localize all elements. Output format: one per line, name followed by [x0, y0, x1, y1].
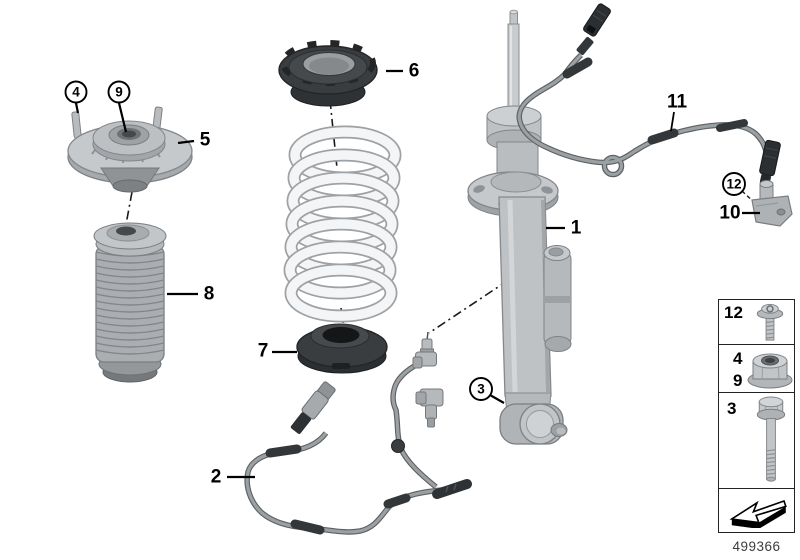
flange-bolt-long-icon	[756, 396, 786, 482]
legend-3-label[interactable]: 3	[727, 399, 737, 418]
diagram-number: 499366	[732, 539, 781, 554]
legend-row-nut-4-9[interactable]: 4 9	[719, 345, 794, 393]
callout-2-label[interactable]: 2	[210, 466, 222, 488]
fastener-legend: 12 4 9 3	[718, 299, 795, 533]
callout-11-label[interactable]: 11	[666, 91, 688, 113]
callout-circles	[64, 80, 746, 401]
shock-absorber-drawing	[467, 9, 572, 445]
callout-12-label[interactable]: 12	[726, 176, 742, 192]
cable-end-connector-right	[759, 139, 781, 186]
legend-4-label[interactable]: 4	[733, 349, 743, 368]
sensor-cable-right-drawing	[516, 3, 781, 186]
legend-row-direction[interactable]	[719, 489, 794, 531]
sensor-cable-left-drawing	[244, 381, 443, 535]
callout-6-label[interactable]: 6	[408, 60, 420, 82]
legend-9-label[interactable]: 9	[733, 371, 743, 390]
lower-right-angle-connector	[415, 388, 444, 428]
cable-plug	[290, 381, 336, 434]
callout-4-label[interactable]: 4	[72, 84, 80, 100]
direction-arrow-icon	[729, 499, 787, 528]
lower-spring-pad-drawing	[296, 323, 388, 374]
sensor-bracket-drawing	[751, 180, 793, 227]
callout-3-label[interactable]: 3	[477, 381, 485, 397]
cable-end-connector-top	[583, 3, 611, 37]
callout-7-label[interactable]: 7	[257, 340, 269, 362]
callout-5-label[interactable]: 5	[199, 129, 211, 151]
callout-circle-3[interactable]	[469, 377, 493, 401]
bellows-ribs	[95, 251, 165, 355]
legend-12-label[interactable]: 12	[724, 303, 743, 322]
callout-1-label[interactable]: 1	[570, 217, 582, 239]
callout-10-label[interactable]: 10	[719, 202, 741, 224]
abs-sensor-connectors-drawing	[390, 331, 472, 499]
legend-row-bolt-12[interactable]: 12	[719, 300, 794, 345]
cable-boot	[576, 37, 594, 55]
callout-9-label[interactable]: 9	[115, 84, 123, 100]
flange-bolt-short-icon	[756, 303, 784, 341]
strut-mount-drawing	[67, 106, 193, 193]
edc-module	[543, 245, 572, 352]
leader-lines	[74, 69, 760, 479]
upper-right-angle-connector	[412, 338, 437, 369]
callout-circle-9[interactable]	[107, 80, 131, 104]
flange-nut-icon	[747, 353, 793, 389]
callout-circle-4[interactable]	[64, 80, 88, 104]
dust-bellows-drawing	[93, 222, 167, 383]
upper-spring-pad-drawing	[278, 40, 378, 107]
callout-circle-12[interactable]	[722, 172, 746, 196]
callout-8-label[interactable]: 8	[203, 283, 215, 305]
coil-spring-drawing	[283, 125, 402, 323]
legend-row-bolt-3[interactable]: 3	[719, 393, 794, 489]
